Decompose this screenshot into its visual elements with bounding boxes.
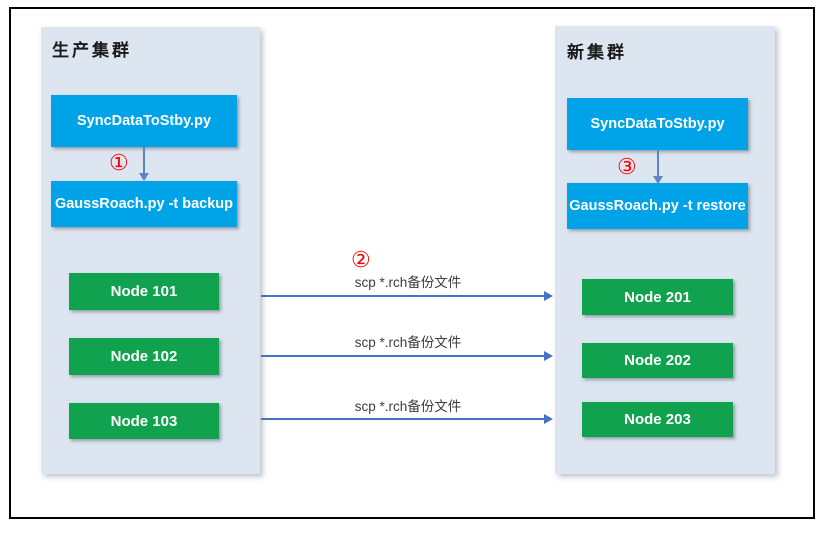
new-restore-script-label: GaussRoach.py -t restore [569, 198, 746, 214]
production-cluster-title: 生产集群 [52, 41, 132, 61]
transfer-arrow-2-line [261, 355, 544, 357]
new-restore-script-box: GaussRoach.py -t restore [567, 183, 748, 229]
step-1-marker: ① [109, 150, 129, 175]
transfer-arrow-3-line [261, 418, 544, 420]
step-3-marker: ③ [617, 154, 637, 179]
transfer-arrow-1-line [261, 295, 544, 297]
node-103-label: Node 103 [110, 412, 178, 430]
transfer-arrow-2-head-icon [544, 351, 553, 361]
transfer-label-1: scp *.rch备份文件 [354, 275, 462, 290]
new-sync-script-label: SyncDataToStby.py [590, 116, 725, 132]
node-102-box: Node 102 [69, 338, 219, 375]
node-101-box: Node 101 [69, 273, 219, 310]
transfer-label-2: scp *.rch备份文件 [354, 335, 462, 350]
node-202-label: Node 202 [624, 352, 691, 369]
new-down-arrow-head-icon [653, 176, 663, 184]
new-sync-script-box: SyncDataToStby.py [567, 98, 748, 150]
step-2-marker: ② [351, 247, 371, 272]
node-103-box: Node 103 [69, 403, 219, 439]
node-203-label: Node 203 [624, 411, 691, 428]
node-101-label: Node 101 [110, 283, 178, 300]
node-201-box: Node 201 [582, 279, 733, 315]
node-201-label: Node 201 [624, 288, 691, 306]
production-down-arrow-head-icon [139, 173, 149, 181]
production-sync-script-label: SyncDataToStby.py [76, 113, 212, 129]
node-203-box: Node 203 [582, 402, 733, 437]
production-backup-script-label: GaussRoach.py -t backup [54, 196, 234, 212]
new-down-arrow-line [657, 150, 659, 177]
transfer-label-3: scp *.rch备份文件 [354, 399, 462, 414]
node-202-box: Node 202 [582, 343, 733, 378]
production-sync-script-box: SyncDataToStby.py [51, 95, 237, 147]
production-down-arrow-line [143, 147, 145, 174]
transfer-arrow-1-head-icon [544, 291, 553, 301]
node-102-label: Node 102 [110, 348, 178, 365]
production-backup-script-box: GaussRoach.py -t backup [51, 181, 237, 227]
new-cluster-title: 新集群 [567, 43, 627, 63]
outer-border-frame [9, 7, 815, 519]
transfer-arrow-3-head-icon [544, 414, 553, 424]
